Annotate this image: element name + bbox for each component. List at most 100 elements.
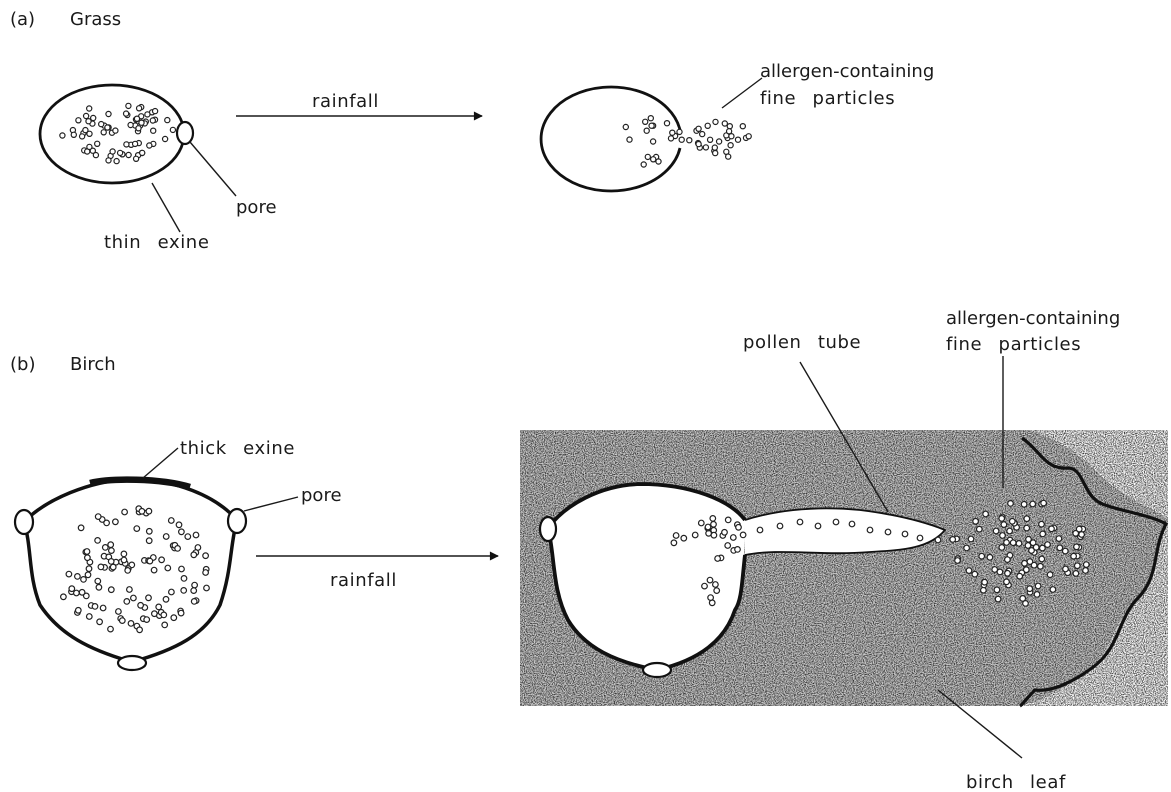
- granule-dot: [75, 574, 81, 580]
- granule-dot: [696, 126, 701, 131]
- granule-dot: [97, 619, 103, 625]
- panel-a-tag: (a): [10, 9, 35, 30]
- birch-particles-label-1: allergen-containing: [946, 308, 1120, 329]
- granule-dot: [973, 519, 979, 525]
- granule-dot: [138, 603, 144, 609]
- granule-dot: [1016, 541, 1022, 547]
- granule-dot: [124, 111, 129, 116]
- granule-dot: [163, 534, 169, 540]
- granule-dot: [151, 128, 156, 133]
- grass-particles-label-1: allergen-containing: [760, 61, 934, 82]
- granule-dot: [176, 522, 182, 528]
- granule-dot: [161, 612, 167, 618]
- granule-dot: [85, 555, 91, 561]
- granule-dot: [137, 627, 143, 633]
- granule-dot: [713, 582, 719, 588]
- granule-dot: [707, 577, 713, 583]
- birch-pollen-intact: [15, 479, 246, 670]
- granule-dot: [1083, 568, 1089, 574]
- granule-dot: [1038, 564, 1044, 570]
- granule-dot: [833, 519, 839, 525]
- granule-dot: [87, 106, 92, 111]
- granule-dot: [1084, 562, 1090, 568]
- granule-dot: [972, 571, 978, 577]
- granule-dot: [643, 119, 648, 124]
- granule-dot: [150, 118, 155, 123]
- granule-dot: [95, 514, 101, 520]
- granule-dot: [134, 116, 139, 121]
- granule-dot: [92, 604, 98, 610]
- granule-dot: [935, 537, 941, 543]
- granule-dot: [726, 154, 731, 159]
- granule-dot: [703, 145, 708, 150]
- granule-dot: [134, 526, 140, 532]
- granule-dot: [165, 118, 170, 123]
- granule-dot: [120, 618, 126, 624]
- granule-dot: [179, 529, 185, 535]
- granule-dot: [1056, 536, 1062, 542]
- granule-dot: [1057, 545, 1063, 551]
- granule-dot: [656, 159, 661, 164]
- granule-dot: [648, 116, 653, 121]
- grass-pollen-ruptured: [541, 87, 751, 191]
- granule-dot: [735, 137, 740, 142]
- granule-dot: [1030, 501, 1036, 507]
- granule-dot: [163, 136, 168, 141]
- granule-dot: [994, 587, 1000, 593]
- granule-dot: [687, 138, 692, 143]
- granule-dot: [126, 152, 131, 157]
- granule-dot: [1063, 566, 1069, 572]
- granule-dot: [104, 520, 110, 526]
- granule-dot: [66, 571, 72, 577]
- granule-dot: [169, 589, 175, 595]
- granule-dot: [83, 128, 88, 133]
- granule-dot: [114, 159, 119, 164]
- granule-dot: [127, 587, 133, 593]
- granule-dot: [692, 532, 698, 538]
- granule-dot: [968, 536, 974, 542]
- granule-dot: [84, 113, 89, 118]
- granule-dot: [140, 150, 145, 155]
- granule-dot: [1022, 561, 1028, 567]
- granule-dot: [1039, 556, 1045, 562]
- granule-dot: [95, 538, 101, 544]
- granule-dot: [87, 614, 93, 620]
- granule-dot: [145, 112, 150, 117]
- thick-exine-label: thick exine: [180, 438, 295, 459]
- granule-dot: [715, 556, 721, 562]
- granule-dot: [79, 590, 85, 596]
- granule-dot: [71, 132, 76, 137]
- granule-dot: [171, 615, 177, 621]
- granule-dot: [731, 535, 737, 541]
- granule-dot: [1050, 587, 1056, 593]
- granule-dot: [1001, 522, 1007, 528]
- granule-dot: [113, 519, 119, 525]
- granule-dot: [1004, 540, 1010, 546]
- granule-dot: [131, 595, 137, 601]
- granule-dot: [126, 103, 131, 108]
- granule-dot: [113, 128, 118, 133]
- granule-dot: [885, 529, 891, 535]
- granule-dot: [159, 557, 165, 563]
- granule-dot: [96, 585, 102, 591]
- granule-dot: [999, 545, 1005, 551]
- granule-dot: [627, 137, 632, 142]
- birch-pore-bottom: [118, 656, 146, 670]
- granule-dot: [191, 599, 197, 605]
- granule-dot: [1026, 537, 1032, 543]
- granule-dot: [146, 595, 152, 601]
- granule-dot: [108, 559, 114, 565]
- granule-dot: [1076, 526, 1082, 532]
- granule-dot: [992, 567, 998, 573]
- granule-dot: [1021, 502, 1027, 508]
- granule-dot: [128, 122, 133, 127]
- granule-dot: [705, 524, 711, 530]
- granule-dot: [713, 151, 718, 156]
- granule-dot: [1049, 526, 1055, 532]
- granule-dot: [109, 587, 115, 593]
- granule-dot: [1047, 572, 1053, 578]
- granule-dot: [121, 557, 127, 563]
- granule-dot: [728, 143, 733, 148]
- granule-dot: [735, 547, 741, 553]
